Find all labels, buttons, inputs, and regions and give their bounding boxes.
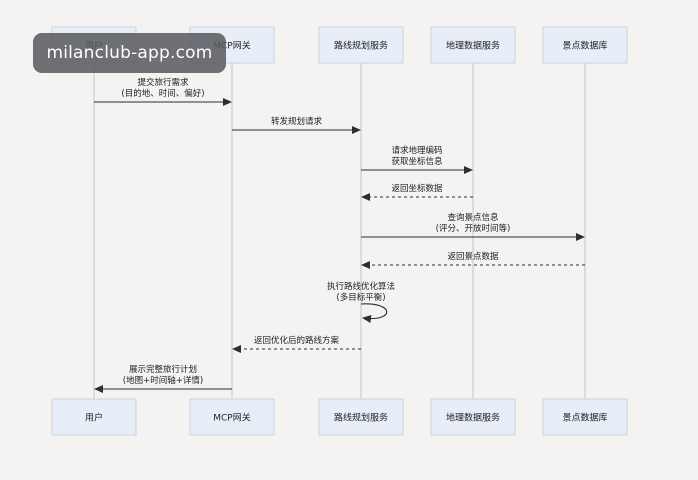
message-9: 展示完整旅行计划(地图+时间轴+详情) <box>94 364 232 393</box>
message-1: 提交旅行需求(目的地、时间、偏好) <box>94 77 232 106</box>
message-4: 返回坐标数据 <box>361 183 473 201</box>
watermark-badge: milanclub-app.com <box>33 33 226 73</box>
message-label: 执行路线优化算法 <box>327 281 395 292</box>
message-7: 执行路线优化算法(多目标平衡) <box>327 281 395 323</box>
message-label: 获取坐标信息 <box>391 156 443 167</box>
watermark-text: milanclub-app.com <box>46 43 213 63</box>
message-label: 转发规划请求 <box>271 116 323 127</box>
participant-box <box>542 26 628 64</box>
message-label: (目的地、时间、偏好) <box>121 88 204 99</box>
message-label: 返回优化后的路线方案 <box>254 335 340 346</box>
participant-bottom-user: 用户 <box>51 398 137 436</box>
participant-box <box>318 26 404 64</box>
message-label: (地图+时间轴+详情) <box>123 375 203 386</box>
participant-box <box>318 398 404 436</box>
participant-label: 地理数据服务 <box>446 412 500 424</box>
message-label: 查询景点信息 <box>447 212 499 223</box>
participant-label: 路线规划服务 <box>334 412 388 424</box>
message-8: 返回优化后的路线方案 <box>232 335 361 353</box>
participant-top-geo: 地理数据服务 <box>430 26 516 64</box>
message-6: 返回景点数据 <box>361 251 585 269</box>
self-call-arrow <box>360 303 388 323</box>
message-2: 转发规划请求 <box>232 116 361 134</box>
participant-label: 地理数据服务 <box>446 40 500 52</box>
message-label: (多目标平衡) <box>336 292 385 303</box>
participant-bottom-planner: 路线规划服务 <box>318 398 404 436</box>
participant-box <box>430 398 516 436</box>
participant-label: MCP网关 <box>213 412 250 424</box>
participant-box <box>542 398 628 436</box>
participant-label: 路线规划服务 <box>334 40 388 52</box>
message-label: 展示完整旅行计划 <box>129 364 197 375</box>
message-label: 请求地理编码 <box>391 145 442 156</box>
participant-label: 用户 <box>85 412 103 424</box>
participant-bottom-geo: 地理数据服务 <box>430 398 516 436</box>
message-label: 返回景点数据 <box>447 251 499 262</box>
participant-label: 景点数据库 <box>562 40 607 52</box>
participant-box <box>430 26 516 64</box>
participant-bottom-spots: 景点数据库 <box>542 398 628 436</box>
participant-box <box>189 398 275 436</box>
message-5: 查询景点信息(评分、开放时间等) <box>361 212 585 241</box>
participant-bottom-gateway: MCP网关 <box>189 398 275 436</box>
message-label: (评分、开放时间等) <box>436 223 511 234</box>
participant-top-spots: 景点数据库 <box>542 26 628 64</box>
participant-label: 景点数据库 <box>562 412 607 424</box>
participant-box <box>51 398 137 436</box>
message-label: 返回坐标数据 <box>391 183 443 194</box>
participant-top-planner: 路线规划服务 <box>318 26 404 64</box>
message-label: 提交旅行需求 <box>137 77 189 88</box>
